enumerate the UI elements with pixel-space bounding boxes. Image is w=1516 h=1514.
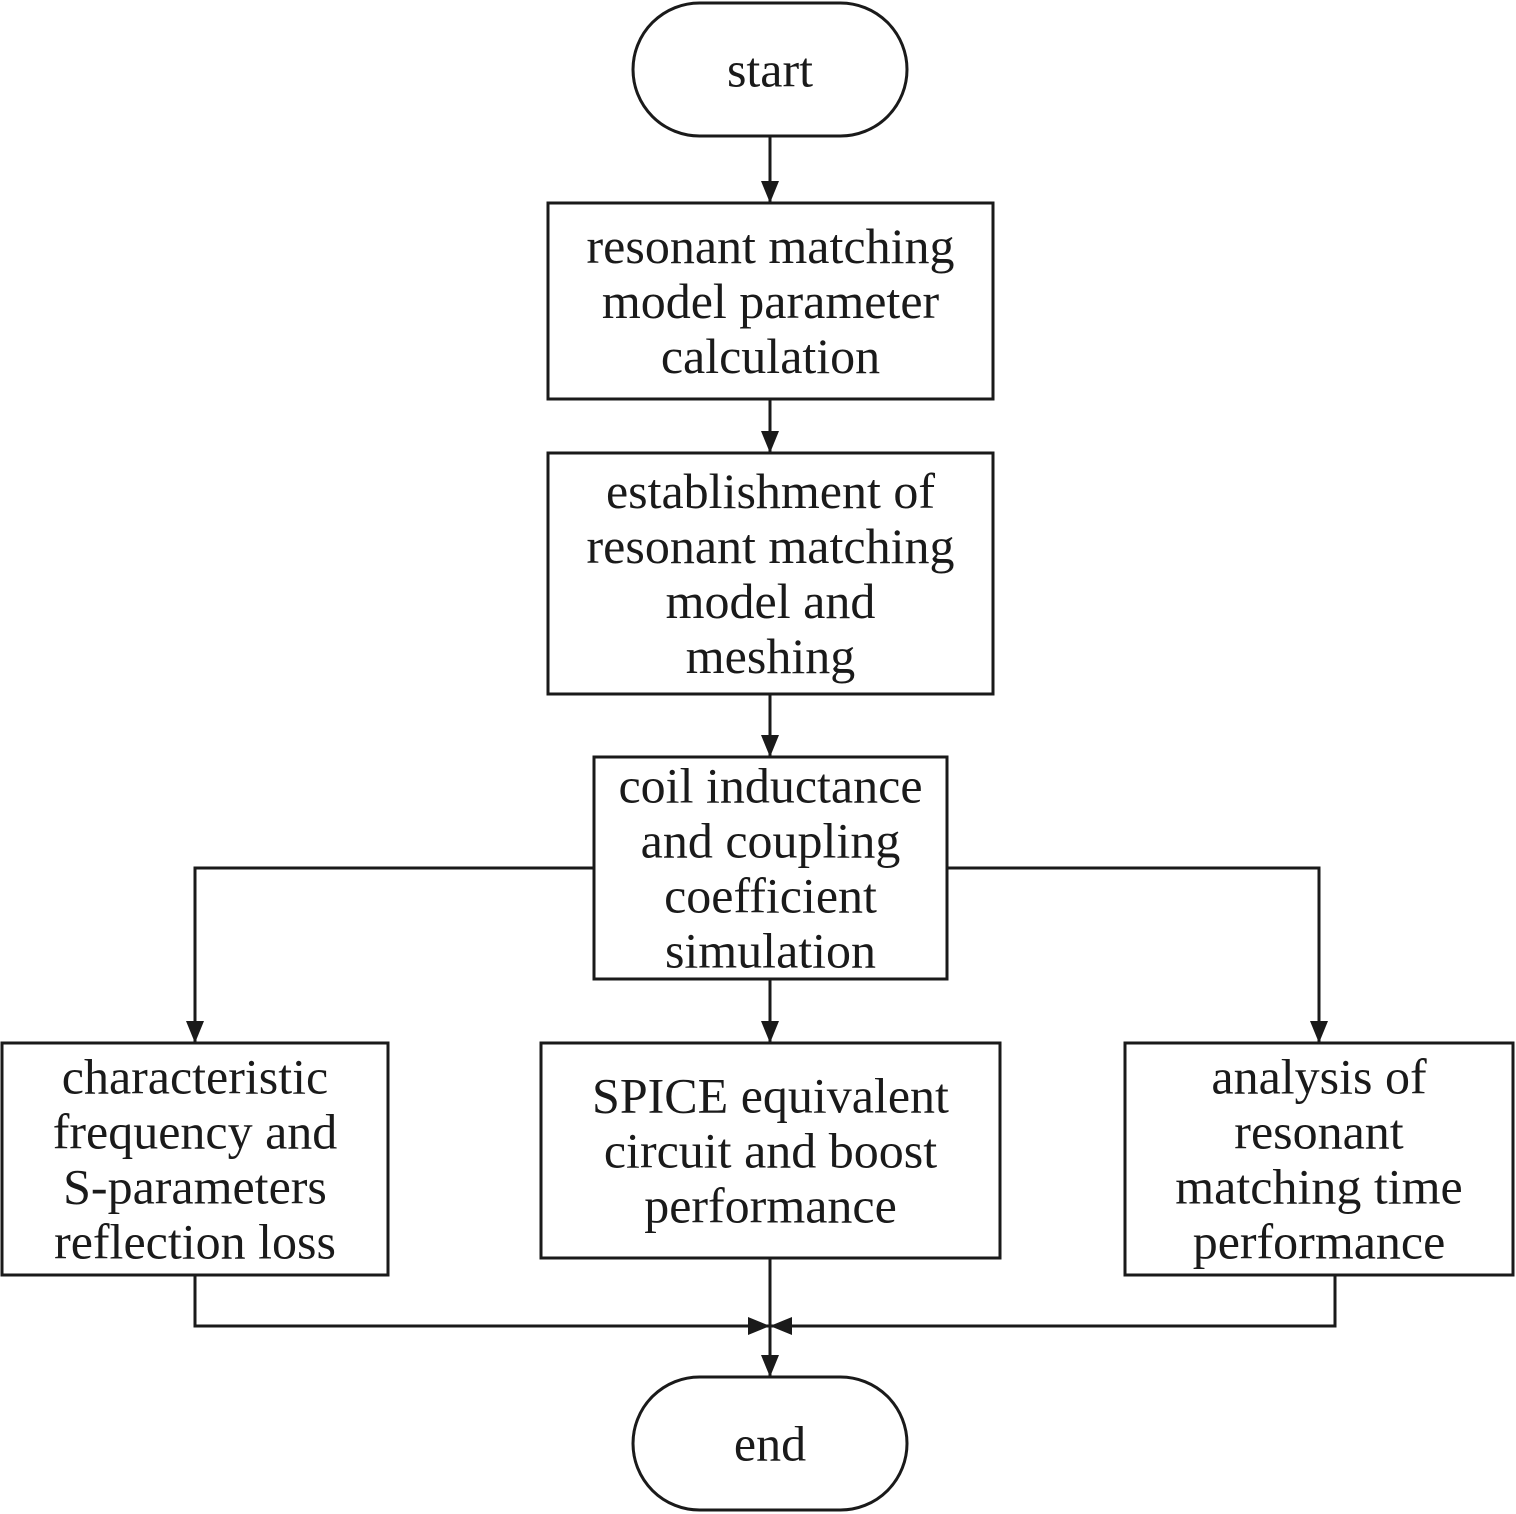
- node-label-line: start: [727, 42, 813, 98]
- node-label-line: resonant matching: [587, 518, 955, 574]
- arrowhead: [186, 1021, 204, 1043]
- edge-analysis-merge: [770, 1275, 1337, 1335]
- node-label-line: simulation: [665, 923, 876, 979]
- arrowhead: [761, 181, 779, 203]
- process-box: [546, 201, 995, 401]
- arrowhead: [770, 1317, 792, 1335]
- process-box: [592, 755, 949, 981]
- arrowhead: [748, 1317, 770, 1335]
- node-label-line: meshing: [686, 628, 855, 684]
- node-label-line: and coupling: [641, 813, 901, 869]
- arrowhead: [761, 431, 779, 453]
- edge-coil-spice: [761, 979, 779, 1043]
- edge-start-param: [761, 136, 779, 203]
- node-label-line: end: [734, 1416, 806, 1472]
- edge-establish-coil: [761, 694, 779, 757]
- connector-line: [770, 1275, 1337, 1328]
- node-label-line: circuit and boost: [604, 1123, 937, 1179]
- node-label-line: coil inductance: [618, 758, 922, 814]
- node-label-line: reflection loss: [54, 1214, 336, 1270]
- process-box: [539, 1041, 1002, 1260]
- edge-coil-analysis: [947, 866, 1328, 1043]
- node-label-line: characteristic: [62, 1049, 328, 1105]
- edge-coil-characteristic: [186, 866, 594, 1043]
- node-start: start: [631, 1, 909, 138]
- node-end: end: [631, 1375, 909, 1512]
- terminal-shape: [631, 1375, 909, 1512]
- connector-line: [947, 866, 1321, 1043]
- node-label-line: model parameter: [602, 273, 940, 329]
- process-box: [1123, 1041, 1515, 1277]
- process-box: [0, 1041, 390, 1277]
- node-label-line: matching time: [1175, 1159, 1462, 1215]
- process-box: [546, 451, 995, 696]
- edge-characteristic-merge: [193, 1275, 770, 1335]
- arrowhead: [761, 735, 779, 757]
- arrowhead: [761, 1355, 779, 1377]
- connector-line: [193, 866, 594, 1043]
- arrowhead: [761, 1021, 779, 1043]
- arrowhead: [1310, 1021, 1328, 1043]
- node-label-line: performance: [644, 1178, 897, 1234]
- connector-line: [193, 1275, 770, 1328]
- edge-param-establish: [761, 399, 779, 453]
- terminal-shape: [631, 1, 909, 138]
- node-label-line: resonant: [1234, 1104, 1403, 1160]
- node-label-line: calculation: [661, 328, 880, 384]
- node-label-line: performance: [1193, 1214, 1446, 1270]
- node-label-line: model and: [666, 573, 876, 629]
- edge-spice-end: [761, 1258, 779, 1377]
- node-label-line: coefficient: [664, 868, 877, 924]
- node-label-line: frequency and: [53, 1104, 338, 1160]
- node-label-line: establishment of: [606, 463, 935, 519]
- node-label-line: SPICE equivalent: [592, 1068, 949, 1124]
- node-label-line: S-parameters: [63, 1159, 327, 1215]
- node-label-line: analysis of: [1211, 1049, 1427, 1105]
- node-label-line: resonant matching: [587, 218, 955, 274]
